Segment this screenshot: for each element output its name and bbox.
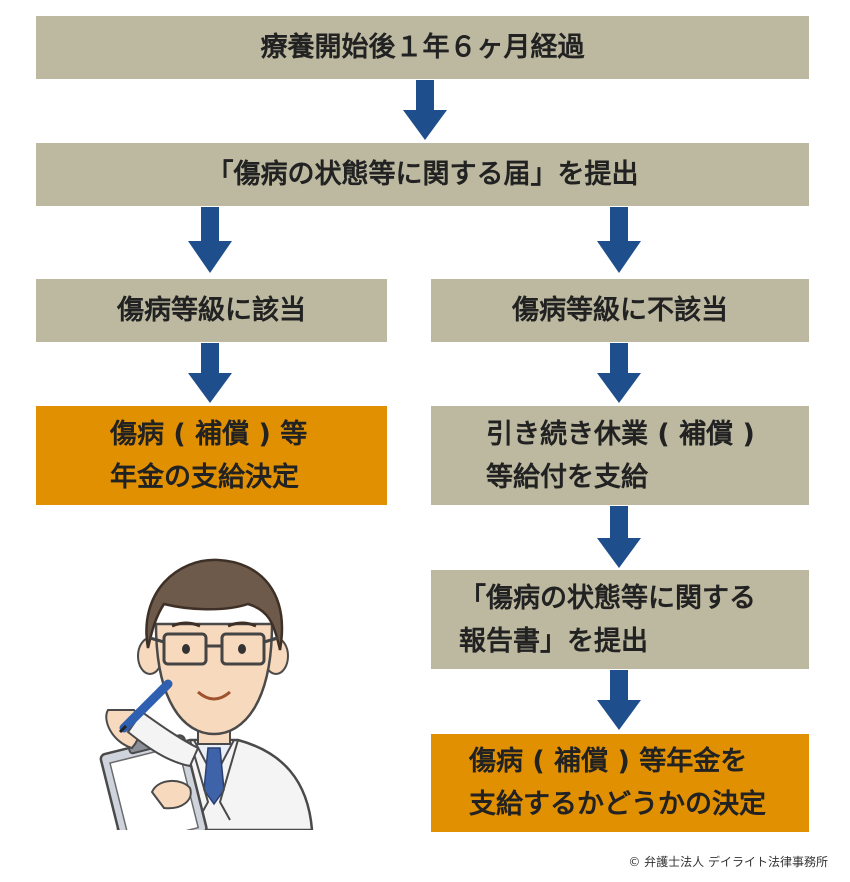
right-step2-box: 「傷病の状態等に関する 報告書」を提出 [431, 570, 809, 669]
right-step2-line-1: 「傷病の状態等に関する [459, 582, 756, 614]
right-step1-box: 引き続き休業 ( 補償 ) 等給付を支給 [431, 406, 809, 505]
right-step1-line-2: 等給付を支給 [486, 461, 648, 493]
left-result-box: 傷病 ( 補償 ) 等 年金の支給決定 [36, 406, 387, 505]
right-step1-line-1: 引き続き休業 ( 補償 ) [486, 418, 755, 450]
arrow-down-icon [597, 506, 641, 568]
arrow-down-icon [597, 207, 641, 273]
arrow-down-icon [403, 80, 447, 140]
start-box: 療養開始後１年６ヶ月経過 [36, 16, 809, 79]
right-result-line-1: 傷病 ( 補償 ) 等年金を [469, 746, 748, 777]
copyright-credit: © 弁護士法人 デイライト法律事務所 [628, 855, 828, 869]
right-step2-line-2: 報告書」を提出 [459, 625, 648, 657]
arrow-down-icon [188, 343, 232, 403]
start-label: 療養開始後１年６ヶ月経過 [260, 32, 585, 63]
right-branch-label: 傷病等級に不該当 [512, 295, 728, 326]
right-branch-box: 傷病等級に不該当 [431, 279, 809, 342]
right-result-box: 傷病 ( 補償 ) 等年金を 支給するかどうかの決定 [431, 734, 809, 832]
left-result-line-2: 年金の支給決定 [110, 461, 299, 493]
arrow-down-icon [188, 207, 232, 273]
left-branch-label: 傷病等級に該当 [117, 295, 306, 326]
left-result-line-1: 傷病 ( 補償 ) 等 [110, 418, 308, 450]
submit-report-label: 「傷病の状態等に関する届」を提出 [206, 159, 639, 190]
arrow-down-icon [597, 670, 641, 730]
arrow-down-icon [597, 343, 641, 403]
submit-report-box: 「傷病の状態等に関する届」を提出 [36, 143, 809, 206]
left-branch-box: 傷病等級に該当 [36, 279, 387, 342]
doctor-illustration [99, 558, 314, 830]
right-result-line-2: 支給するかどうかの決定 [469, 789, 766, 820]
